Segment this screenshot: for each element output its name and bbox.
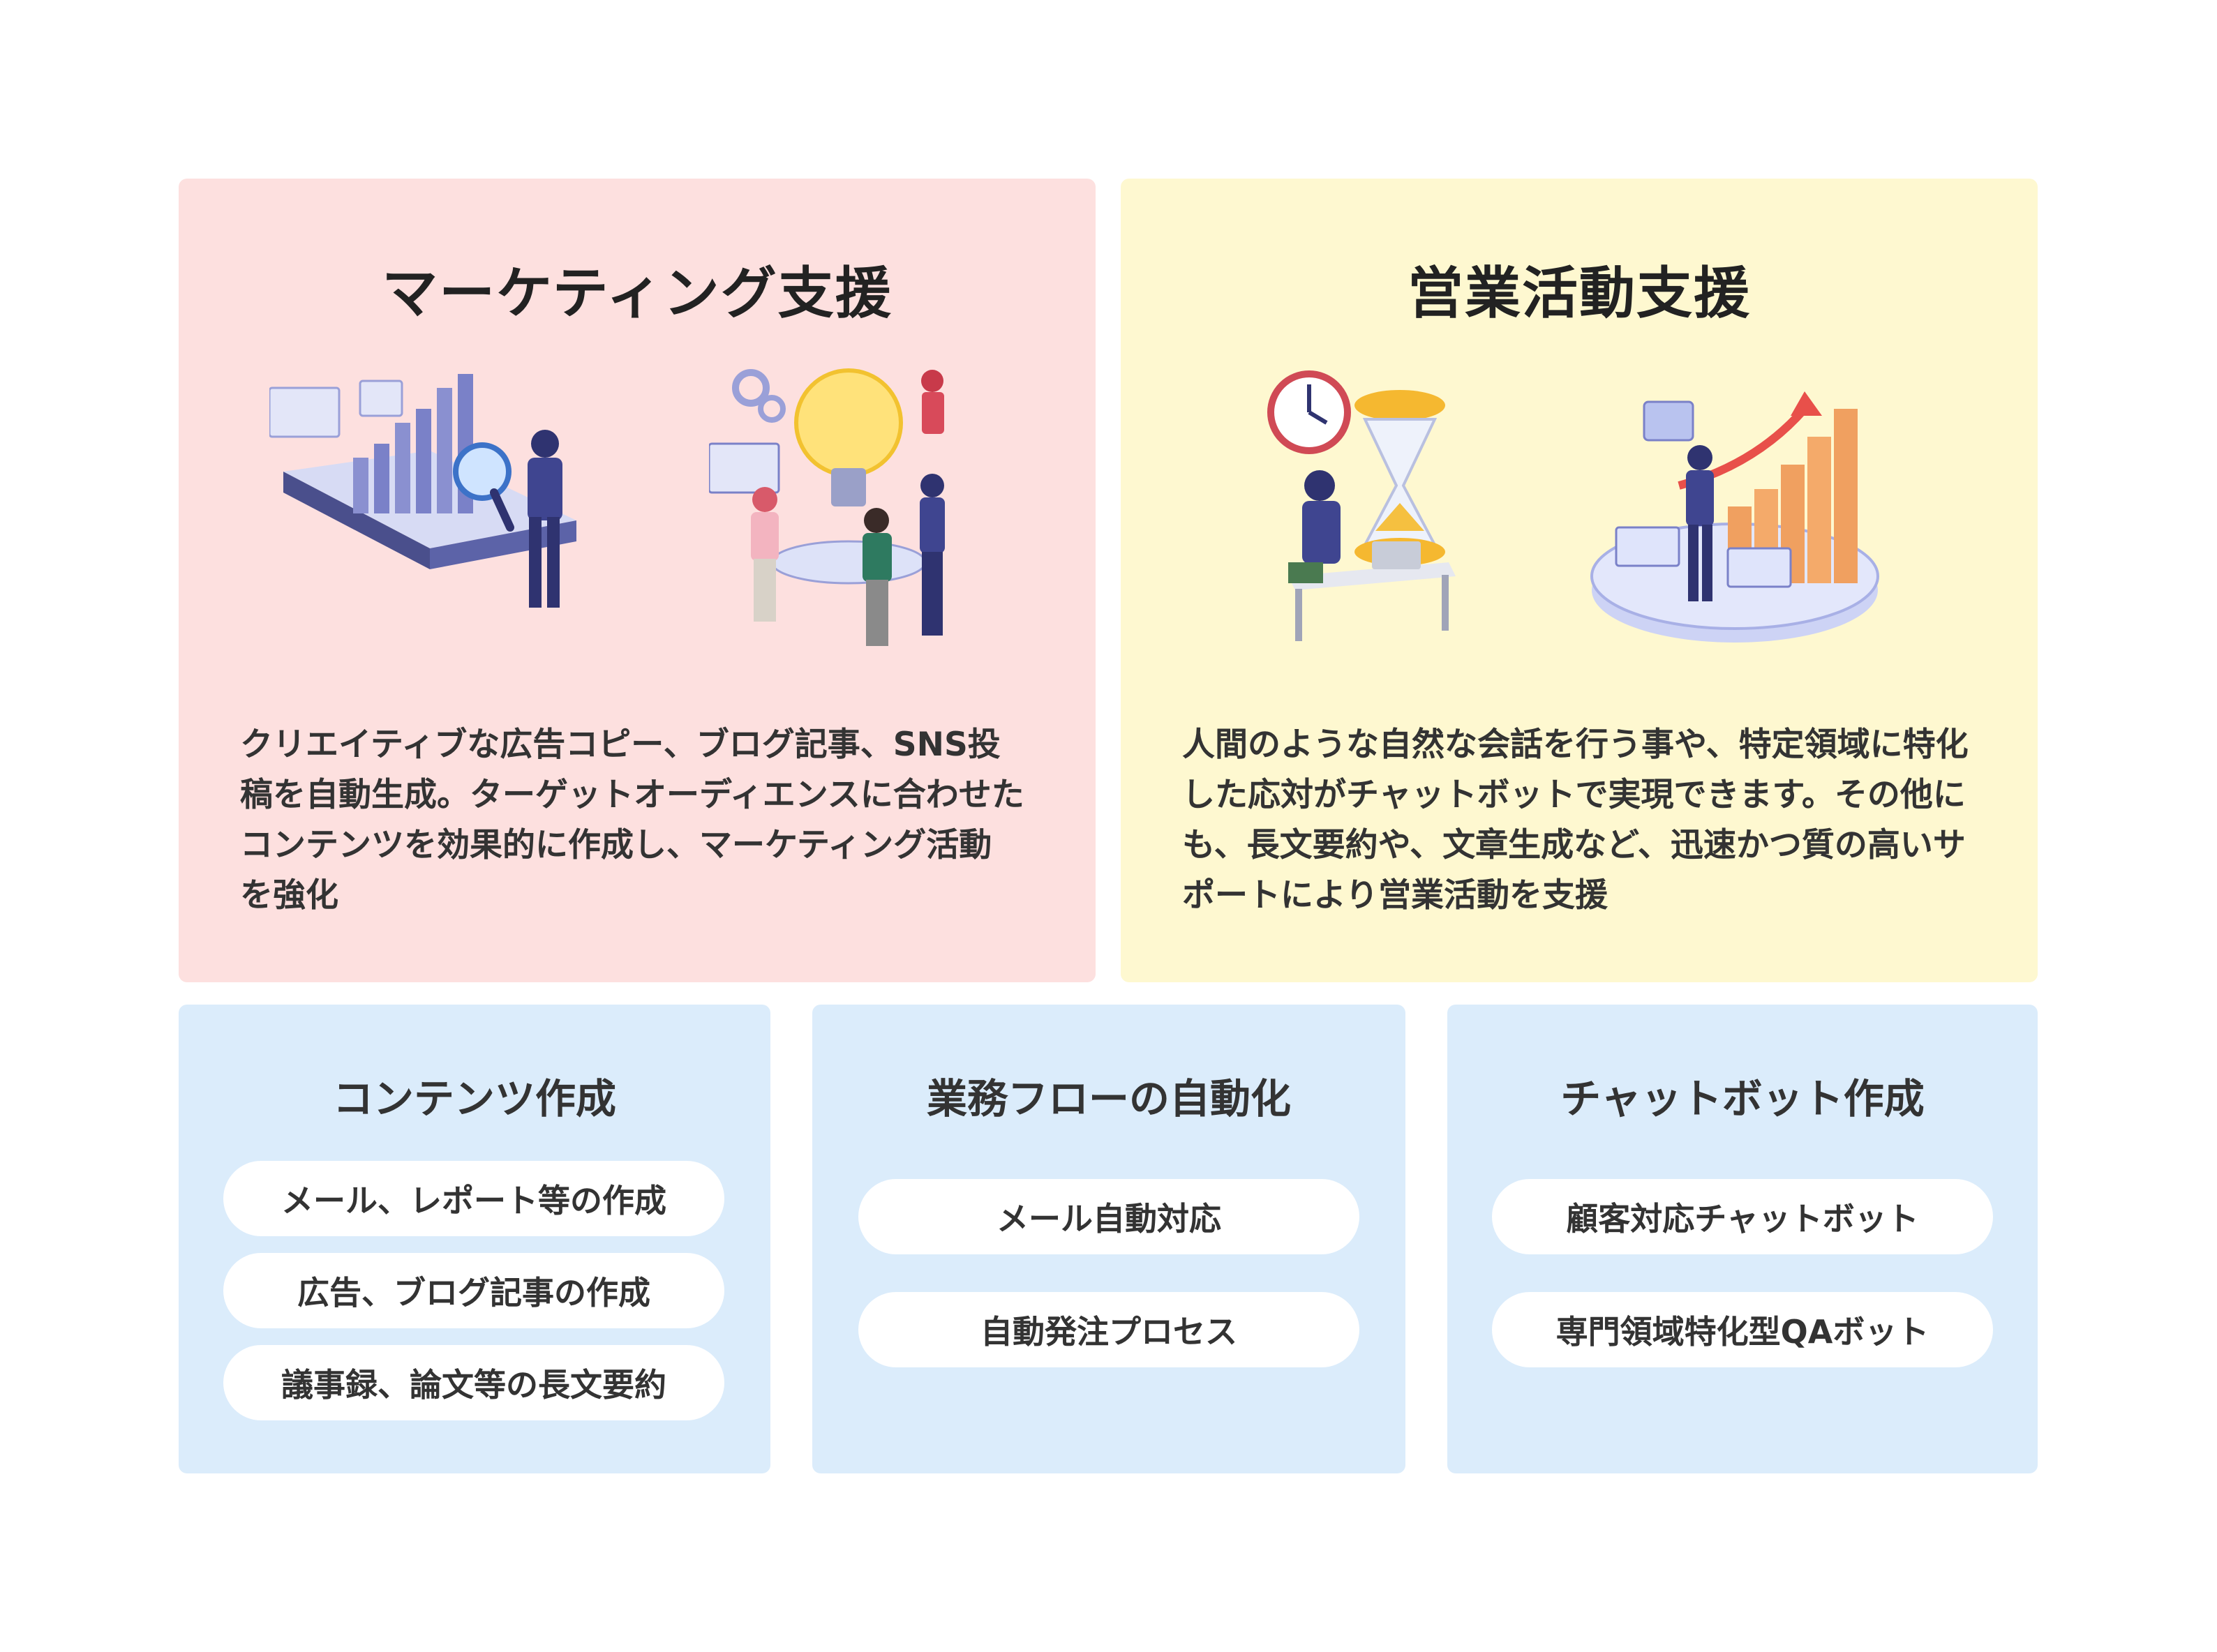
marketing-description: クリエイティブな広告コピー、ブログ記事、SNS投 稿を自動生成。ターゲットオーデ… <box>240 720 1024 921</box>
workflow-automation-card: 業務フローの自動化 メール自動対応 自動発注プロセス <box>812 1005 1405 1473</box>
sales-card: 営業活動支援 人間のような自然な会話を行う事 <box>1121 179 2038 982</box>
marketing-desc-line: を強化 <box>240 876 338 915</box>
sales-desc-line: ポートにより営業活動を支援 <box>1182 876 1608 915</box>
lightbulb-team-illustration <box>709 368 945 646</box>
feature-item: 自動発注プロセス <box>858 1292 1359 1367</box>
content-creation-title: コンテンツ作成 <box>332 1075 616 1122</box>
feature-item: 顧客対応チャットボット <box>1492 1179 1993 1254</box>
sales-desc-line: 人間のような自然な会話を行う事や、特定領域に特化 <box>1182 726 1969 764</box>
growth-chart-illustration <box>1590 391 1879 643</box>
workflow-automation-title: 業務フローの自動化 <box>926 1075 1291 1122</box>
feature-item: メール自動対応 <box>858 1179 1359 1254</box>
time-management-illustration <box>1267 370 1456 641</box>
feature-item: 専門領域特化型QAボット <box>1492 1292 1993 1367</box>
content-creation-card: コンテンツ作成 メール、レポート等の作成 広告、ブログ記事の作成 議事録、論文等… <box>179 1005 770 1473</box>
feature-item: メール、レポート等の作成 <box>223 1161 724 1236</box>
feature-item: 議事録、論文等の長文要約 <box>223 1345 724 1420</box>
analytics-illustration <box>269 374 576 608</box>
marketing-title: マーケティング支援 <box>382 261 893 326</box>
chatbot-creation-card: チャットボット作成 顧客対応チャットボット 専門領域特化型QAボット <box>1447 1005 2038 1473</box>
sales-desc-line: した応対がチャットボットで実現できます。その他に <box>1182 776 1966 814</box>
sales-desc-line: も、長文要約や、文章生成など、迅速かつ質の高いサ <box>1182 826 1966 864</box>
marketing-desc-line: 稿を自動生成。ターゲットオーディエンスに合わせた <box>240 776 1024 814</box>
marketing-card: マーケティング支援 <box>179 179 1096 982</box>
chatbot-creation-title: チャットボット作成 <box>1560 1075 1925 1122</box>
marketing-desc-line: クリエイティブな広告コピー、ブログ記事、SNS投 <box>240 726 1001 764</box>
marketing-desc-line: コンテンツを効果的に作成し、マーケティング活動 <box>240 826 992 864</box>
sales-description: 人間のような自然な会話を行う事や、特定領域に特化 した応対がチャットボットで実現… <box>1182 720 1969 921</box>
feature-item: 広告、ブログ記事の作成 <box>223 1253 724 1328</box>
sales-title: 営業活動支援 <box>1408 261 1751 326</box>
